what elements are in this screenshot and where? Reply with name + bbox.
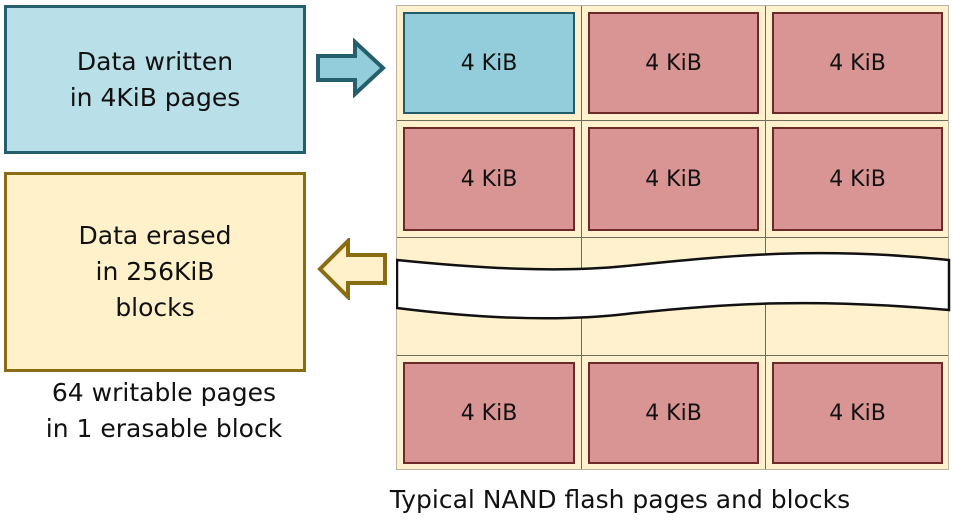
page-size-label: 4 KiB bbox=[829, 166, 886, 192]
page-cell: 4 KiB bbox=[403, 362, 575, 464]
page-cell: 4 KiB bbox=[588, 362, 759, 464]
grid-row-divider bbox=[397, 355, 948, 356]
data-written-box: Data written in 4KiB pages bbox=[4, 5, 306, 154]
erase-arrow-icon bbox=[317, 238, 387, 300]
page-size-label: 4 KiB bbox=[460, 166, 518, 192]
page-size-label: 4 KiB bbox=[829, 400, 886, 426]
page-cell: 4 KiB bbox=[772, 127, 943, 231]
write-arrow-icon bbox=[316, 38, 386, 98]
page-cell: 4 KiB bbox=[403, 127, 575, 231]
block-caption: 64 writable pages in 1 erasable block bbox=[45, 378, 283, 443]
page-size-label: 4 KiB bbox=[645, 400, 702, 426]
page-cell: 4 KiB bbox=[772, 362, 943, 464]
nand-block-grid: 4 KiB 4 KiB 4 KiB 4 KiB 4 KiB 4 KiB 4 KiB 4 KiB… bbox=[396, 5, 949, 470]
page-size-label: 4 KiB bbox=[645, 166, 702, 192]
data-erased-label: Data erased in 256KiB blocks bbox=[78, 221, 232, 322]
figure-caption: Typical NAND flash pages and blocks bbox=[389, 485, 851, 514]
page-size-label: 4 KiB bbox=[645, 50, 702, 76]
page-cell: 4 KiB bbox=[588, 12, 759, 114]
grid-row-divider bbox=[397, 237, 948, 238]
data-written-label: Data written in 4KiB pages bbox=[69, 46, 241, 112]
page-size-label: 4 KiB bbox=[829, 50, 886, 76]
grid-row-divider bbox=[397, 120, 948, 121]
omitted-rows-break bbox=[396, 251, 951, 320]
page-cell: 4 KiB bbox=[772, 12, 943, 114]
page-cell: 4 KiB bbox=[588, 127, 759, 231]
page-size-label: 4 KiB bbox=[460, 50, 518, 76]
page-size-label: 4 KiB bbox=[460, 400, 518, 426]
written-page-cell: 4 KiB bbox=[403, 12, 575, 114]
data-erased-box: Data erased in 256KiB blocks bbox=[4, 172, 306, 372]
